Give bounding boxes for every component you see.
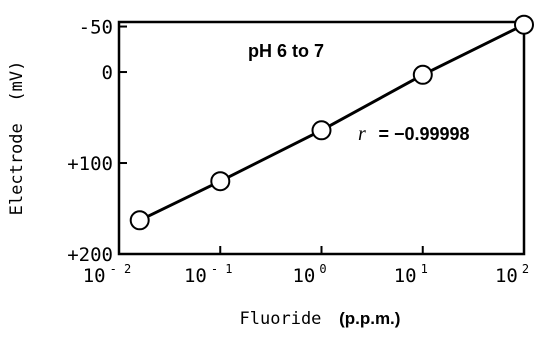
x-axis-label: Fluoride (p.p.m.)	[240, 309, 401, 329]
data-point	[210, 171, 231, 192]
y-tick-label: 0	[102, 62, 113, 84]
y-tick-label: -50	[79, 17, 113, 39]
x-tick-base: 10	[184, 265, 207, 287]
data-point	[311, 120, 332, 141]
x-axis-label-unit: (p.p.m.)	[339, 309, 400, 328]
x-axis-ticks: 10 - 2 10 - 1 10 0 10 1 10 2	[83, 246, 529, 287]
series-layer	[129, 14, 534, 231]
x-tick-base: 10	[495, 265, 518, 287]
y-axis-label-unit: (mV)	[7, 61, 27, 102]
x-tick-exponent: 0	[319, 262, 326, 276]
x-tick-label: 10 1	[394, 262, 428, 287]
series-line	[139, 23, 525, 222]
x-axis-label-name: Fluoride	[240, 309, 322, 329]
x-tick-exponent: 1	[421, 262, 428, 276]
x-tick-base: 10	[394, 265, 417, 287]
annotation-correlation: r = −0.99998	[358, 123, 470, 145]
x-tick-base: 10	[292, 265, 315, 287]
y-axis-label: Electrode (mV)	[7, 61, 27, 216]
y-tick-label: +100	[67, 153, 113, 175]
annotation-ph: pH 6 to 7	[248, 41, 324, 61]
x-tick-exponent: - 2	[110, 262, 132, 276]
y-tick-label: +200	[67, 244, 113, 266]
y-axis-ticks: -50 0 +100 +200	[67, 17, 127, 266]
data-point	[129, 210, 150, 231]
y-axis-label-name: Electrode	[7, 123, 27, 215]
x-tick-label: 10 - 1	[184, 262, 233, 287]
data-point	[514, 14, 534, 35]
x-tick-label: 10 - 2	[83, 262, 132, 287]
x-tick-label: 10 0	[292, 262, 326, 287]
x-tick-label: 10 2	[495, 262, 529, 287]
data-point	[412, 64, 433, 85]
x-tick-exponent: 2	[522, 262, 529, 276]
x-tick-exponent: - 1	[211, 262, 233, 276]
x-tick-base: 10	[83, 265, 106, 287]
annotation-r-symbol: r	[358, 123, 366, 145]
annotation-r-value: = −0.99998	[378, 124, 469, 144]
